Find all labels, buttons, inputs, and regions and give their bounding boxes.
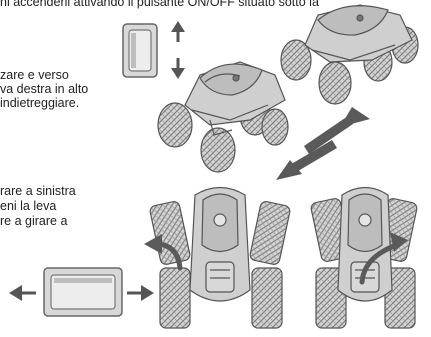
diagonal-arrow-icon bbox=[276, 107, 370, 180]
vertical-lever-icon bbox=[123, 24, 157, 77]
rc-car-forward-icon bbox=[281, 5, 418, 104]
rc-car-top-right-icon bbox=[310, 188, 418, 329]
horizontal-lever-icon bbox=[44, 268, 122, 316]
rc-car-top-left-icon bbox=[149, 188, 291, 329]
rc-car-backward-icon bbox=[158, 62, 288, 172]
up-down-arrow-icon bbox=[171, 21, 185, 79]
